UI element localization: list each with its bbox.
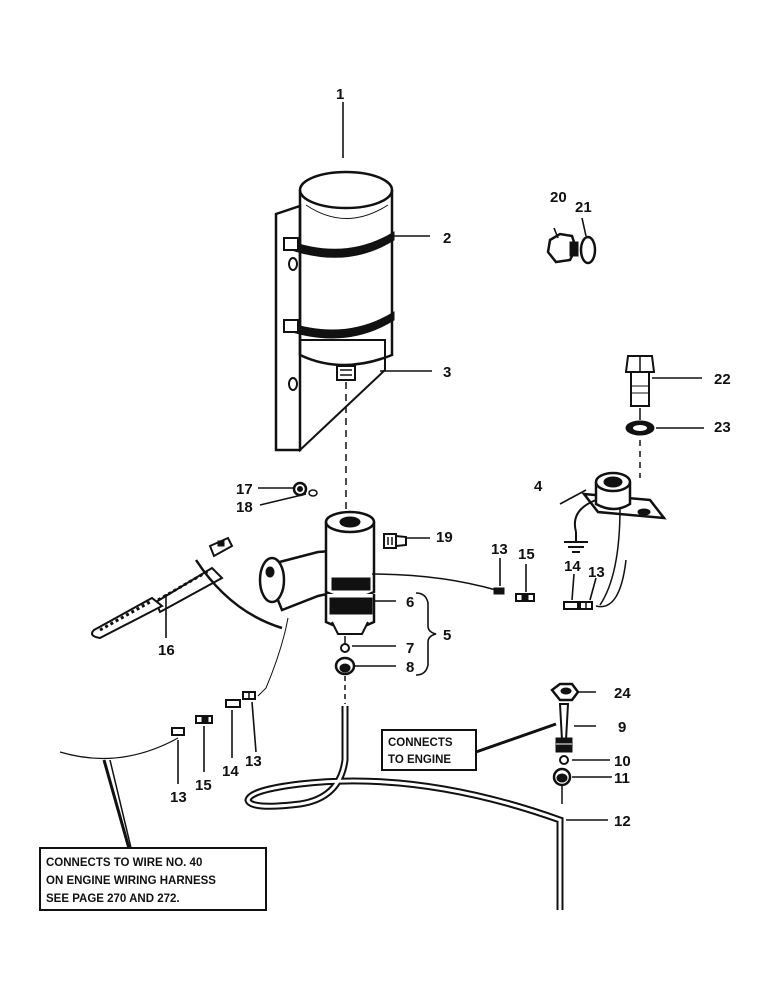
part-number: 20 xyxy=(550,189,567,206)
part-number: 6 xyxy=(406,594,414,611)
engine-note-line: TO ENGINE xyxy=(388,754,451,766)
part-number: 14 xyxy=(564,558,581,575)
part-numbers: 1 2 3 4 5 6 7 8 9 10 11 12 13 15 14 13 1… xyxy=(158,86,731,830)
part-number: 8 xyxy=(406,659,414,676)
part-number: 9 xyxy=(618,719,626,736)
part-number: 13 xyxy=(170,789,187,806)
part-number: 17 xyxy=(236,481,253,498)
washer xyxy=(625,420,655,436)
hex-nut xyxy=(550,682,580,702)
main-wire xyxy=(257,617,289,697)
part-number: 22 xyxy=(714,371,731,388)
tube-nut xyxy=(552,767,572,787)
part-number: 14 xyxy=(222,763,239,780)
part-number: 13 xyxy=(245,753,262,770)
mounting-bracket-plate xyxy=(274,204,386,453)
engine-note-line: CONNECTS xyxy=(388,737,453,749)
ground-symbol xyxy=(564,532,588,553)
part-number: 10 xyxy=(614,753,631,770)
small-washer xyxy=(308,489,318,497)
ferrule xyxy=(559,755,569,765)
part-number: 3 xyxy=(443,364,451,381)
part-number: 19 xyxy=(436,529,453,546)
canister-clamp-lower xyxy=(283,311,395,339)
bolt xyxy=(624,355,656,407)
canister-clamp-upper xyxy=(283,231,395,258)
switch-wire-end xyxy=(595,559,627,608)
part-number: 5 xyxy=(443,627,451,644)
leader-lines xyxy=(102,102,704,853)
filter-element xyxy=(324,594,376,635)
part-number: 15 xyxy=(518,546,535,563)
part-number: 13 xyxy=(588,564,605,581)
lower-terminals xyxy=(171,691,256,736)
canister-fitting xyxy=(336,365,356,381)
wire-note-line: SEE PAGE 270 AND 272. xyxy=(46,893,180,905)
screw xyxy=(383,533,407,549)
part-number: 2 xyxy=(443,230,451,247)
part-number: 4 xyxy=(534,478,543,495)
part-number: 7 xyxy=(406,640,414,657)
part-number: 15 xyxy=(195,777,212,794)
part-number: 16 xyxy=(158,642,175,659)
pressure-switch xyxy=(574,471,667,606)
part-number: 21 xyxy=(575,199,592,216)
harness-strap xyxy=(91,536,234,640)
filter-head-body xyxy=(324,510,376,600)
part-number: 23 xyxy=(714,419,731,436)
fitting-nut xyxy=(334,656,356,676)
wire-note-line: CONNECTS TO WIRE NO. 40 xyxy=(46,857,202,869)
wire-terminal xyxy=(493,587,593,610)
o-ring xyxy=(579,235,597,265)
part-number: 18 xyxy=(236,499,253,516)
part-number: 13 xyxy=(491,541,508,558)
part-number: 12 xyxy=(614,813,631,830)
harness-wire xyxy=(194,559,283,630)
switch-wire xyxy=(371,573,497,591)
small-nut xyxy=(292,481,308,497)
fuel-tube-inner xyxy=(246,706,562,910)
connector-fitting xyxy=(555,703,573,753)
part-number: 1 xyxy=(336,86,344,103)
wire-note-box: CONNECTS TO WIRE NO. 40 ON ENGINE WIRING… xyxy=(39,847,267,911)
part-number: 24 xyxy=(614,685,631,702)
engine-note-box: CONNECTS TO ENGINE xyxy=(381,729,477,771)
fitting-ball xyxy=(340,643,350,653)
part-number: 11 xyxy=(614,770,630,787)
lower-wire xyxy=(59,737,179,760)
wire-note-line: ON ENGINE WIRING HARNESS xyxy=(46,875,216,887)
plug xyxy=(546,232,579,264)
